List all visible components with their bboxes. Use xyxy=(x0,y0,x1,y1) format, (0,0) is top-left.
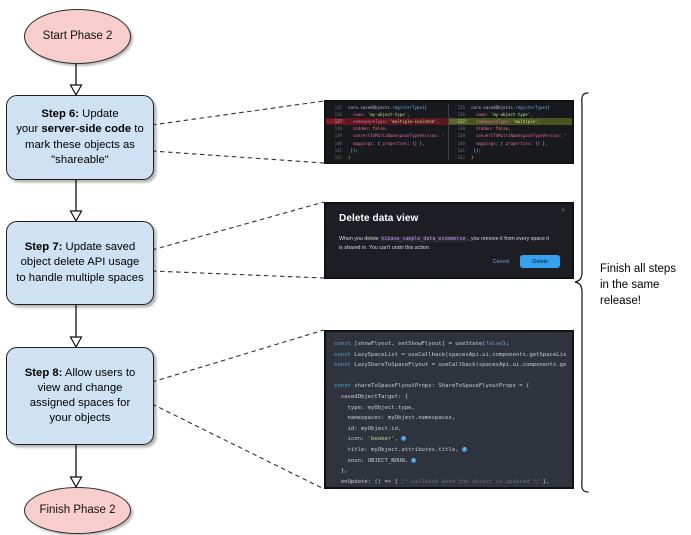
delete-data-view-dialog: × Delete data view When you delete kiban… xyxy=(326,204,572,277)
diff-line: 142} xyxy=(334,154,351,160)
start-terminator: Start Phase 2 xyxy=(24,9,131,64)
code-line: id: myObject.id, xyxy=(334,425,402,432)
annotation-badge-3: 3 xyxy=(411,457,417,463)
close-icon[interactable]: × xyxy=(561,208,565,214)
code-line: icon: 'beaker', 1 xyxy=(334,436,407,443)
code-line: const LazySpaceList = useCallback(spaces… xyxy=(334,351,567,358)
code-line: namespaces: myObject.namespaces, xyxy=(334,415,456,422)
code-line: type: myObject.type, xyxy=(334,404,415,411)
code-snippet: const [showFlyout, setShowFlyout] = useS… xyxy=(326,332,572,487)
body-after: , you remove it from every space it is s… xyxy=(339,236,549,252)
diff-line-removed: 137 namespaceType: 'multiple-isolated', xyxy=(326,118,448,126)
finish-label: Finish Phase 2 xyxy=(39,504,116,517)
code-line xyxy=(334,371,564,382)
dialog-actions: Cancel Delete xyxy=(493,255,560,268)
code-line: savedObjectTarget: { xyxy=(334,393,409,400)
diff-line: 141 }); xyxy=(334,147,358,153)
note-line-3: release! xyxy=(600,294,641,307)
note-line-2: in the same xyxy=(600,278,660,291)
delete-button[interactable]: Delete xyxy=(520,255,560,268)
diff-line: 138 hidden: false, xyxy=(334,126,388,132)
cancel-button[interactable]: Cancel xyxy=(492,258,510,265)
diff-line: 136 name: 'my-object-type', xyxy=(457,112,533,118)
body-before: When you delete xyxy=(339,236,381,242)
code-line: onClose: () => setShowFlyout(false), xyxy=(334,487,564,489)
diff-line: 139 convertToMultiNamespaceTypeVersion: … xyxy=(457,133,568,139)
diff-line: 142} xyxy=(457,154,474,160)
dialog-body: When you delete kibana_sample_data_ecomm… xyxy=(339,235,554,254)
code-line: const [showFlyout, setShowFlyout] = useS… xyxy=(334,341,510,347)
code-line: noun: OBJECT_NOUN, 3 xyxy=(334,457,417,464)
start-label: Start Phase 2 xyxy=(42,30,113,43)
code-line: title: myObject.attributes.title, 2 xyxy=(334,446,467,453)
diff-line: 140 mappings: { properties: {} }, xyxy=(334,140,425,146)
code-line: }, xyxy=(334,468,348,475)
code-line: onUpdate: () => { /* callback when the o… xyxy=(334,478,550,485)
diff-line: 140 mappings: { properties: {} }, xyxy=(457,140,548,146)
diff-line: 139 convertToMultiNamespaceTypeVersion: … xyxy=(334,133,445,139)
code-line: const shareToSpaceFlyoutProps: ShareToSp… xyxy=(334,383,530,390)
dialog-title: Delete data view xyxy=(339,213,419,224)
diff-line: 136 name: 'my-object-type', xyxy=(334,112,410,118)
diff-line-added: 137 namespaceType: 'multiple', xyxy=(449,118,572,126)
annotation-badge-1: 1 xyxy=(401,436,407,442)
diff-line: 138 hidden: false, xyxy=(457,126,511,132)
callout-delete-modal[interactable]: × Delete data view When you delete kiban… xyxy=(324,202,574,279)
note-line-1: Finish all steps xyxy=(600,263,677,275)
code-line: const LazyShareToSpaceFlyout = useCallba… xyxy=(334,362,567,369)
annotation-badge-2: 2 xyxy=(461,446,467,452)
release-note: Finish all steps in the same release! xyxy=(600,262,690,310)
data-view-name: kibana_sample_data_ecommerce xyxy=(380,236,467,242)
finish-terminator: Finish Phase 2 xyxy=(24,487,131,534)
diff-line: 141 }); xyxy=(457,147,481,153)
callout-react-code[interactable]: const [showFlyout, setShowFlyout] = useS… xyxy=(324,330,574,489)
